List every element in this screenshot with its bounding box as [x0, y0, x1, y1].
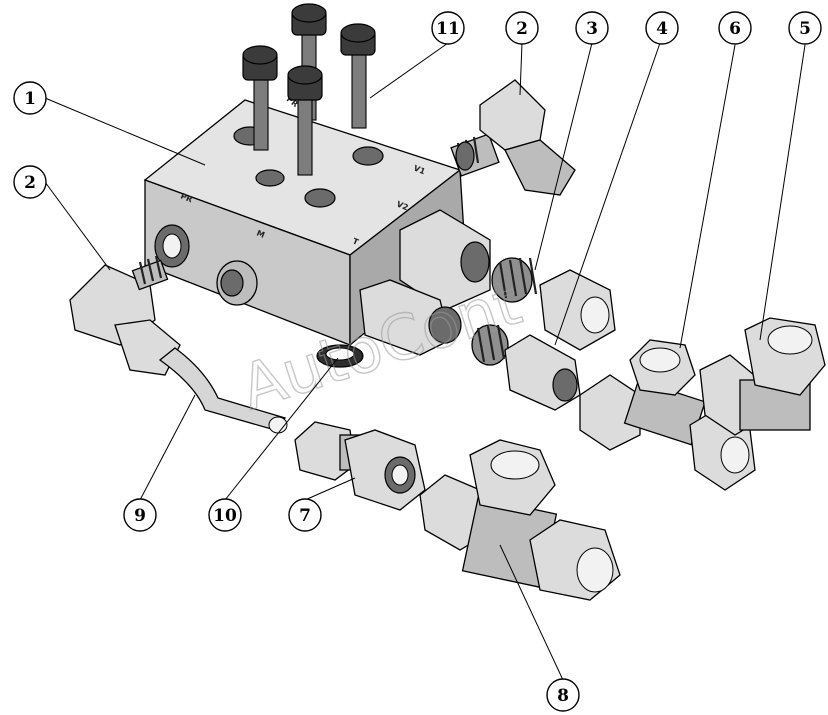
callout-11: 11 [431, 11, 465, 45]
callout-6: 6 [718, 11, 752, 45]
svg-text:5: 5 [799, 19, 811, 39]
tee-fitting-bottom [419, 439, 621, 601]
svg-text:9: 9 [134, 506, 146, 526]
leader-lines [44, 42, 806, 681]
svg-text:6: 6 [729, 19, 741, 39]
port-label-pr-side: PR [179, 192, 194, 205]
svg-text:11: 11 [436, 19, 460, 39]
svg-text:4: 4 [656, 19, 668, 39]
svg-text:1: 1 [24, 89, 36, 109]
callout-3: 3 [575, 11, 609, 45]
seal-ring [316, 344, 364, 368]
port-label-v1: V1 [412, 164, 427, 177]
block-fittings [359, 209, 491, 356]
svg-text:8: 8 [557, 686, 569, 706]
bent-tube [158, 347, 288, 434]
callout-5: 5 [788, 11, 822, 45]
svg-text:2: 2 [24, 173, 36, 193]
callout-8: 8 [546, 678, 580, 712]
callout-9: 9 [123, 498, 157, 532]
svg-text:2: 2 [516, 19, 528, 39]
elbow-fitting-right [699, 317, 826, 436]
straight-adapters [471, 257, 616, 411]
callout-4: 4 [645, 11, 679, 45]
callout-10: 10 [208, 498, 242, 532]
svg-text:10: 10 [213, 506, 237, 526]
svg-text:7: 7 [299, 506, 311, 526]
callout-2-left: 2 [13, 165, 47, 199]
bolts [242, 3, 376, 176]
svg-text:3: 3 [586, 19, 598, 39]
port-label-t: T [351, 237, 360, 248]
callout-1: 1 [13, 81, 47, 115]
callout-7: 7 [288, 498, 322, 532]
elbow-fitting-top [450, 79, 576, 196]
callout-2-top: 2 [505, 11, 539, 45]
port-label-m: M [255, 229, 266, 240]
straight-union [294, 421, 426, 511]
port-label-v2: V2 [395, 200, 409, 213]
